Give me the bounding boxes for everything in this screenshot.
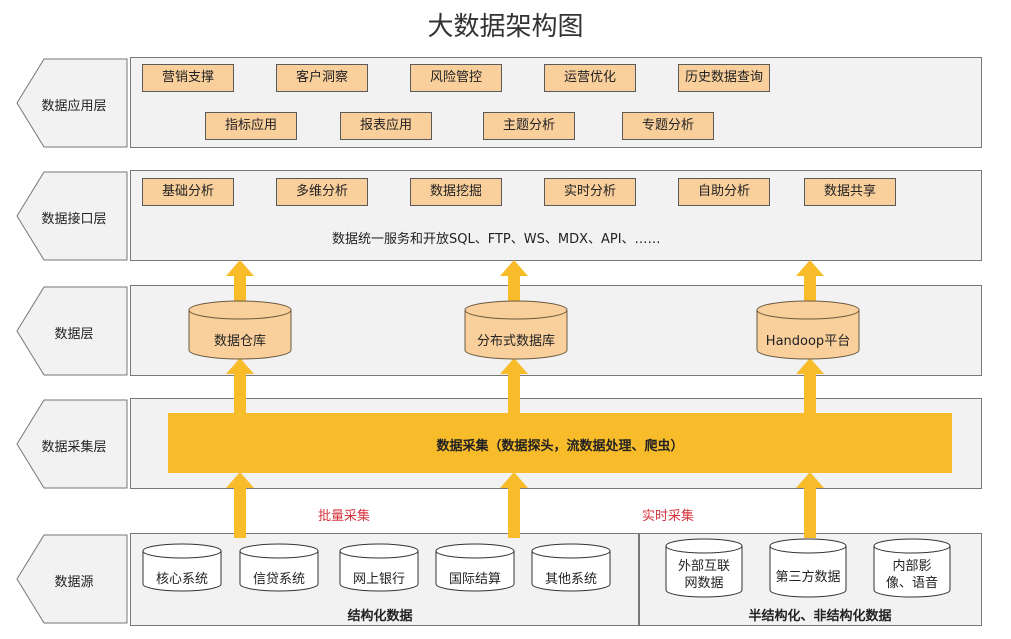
collect-band: 数据采集（数据探头，流数据处理、爬虫） — [168, 413, 952, 473]
layer-label-interface: 数据接口层 — [41, 212, 107, 227]
cylinder-distributed-db — [464, 300, 568, 360]
source-third-party: 第三方数据 — [775, 570, 841, 585]
app-item-customer-insight: 客户洞察 — [276, 64, 368, 92]
interface-item-basic: 基础分析 — [142, 178, 234, 206]
data-store-warehouse: 数据仓库 — [213, 334, 266, 349]
app-item-topic-analysis: 主题分析 — [483, 112, 575, 140]
arrow-up-icon — [226, 358, 254, 414]
cylinder-core-system — [142, 543, 222, 592]
interface-item-sharing: 数据共享 — [804, 178, 896, 206]
cylinder-credit-system — [239, 543, 319, 592]
source-credit-system: 信贷系统 — [252, 572, 305, 587]
cylinder-online-bank — [339, 543, 419, 592]
source-external-internet: 外部互联网数据 — [677, 559, 730, 591]
layer-label-data-shape — [16, 286, 128, 376]
layer-label-data: 数据层 — [54, 327, 94, 342]
source-intl-settlement: 国际结算 — [448, 572, 501, 587]
app-item-indicator: 指标应用 — [205, 112, 297, 140]
semi-structured-caption: 半结构化、非结构化数据 — [748, 609, 892, 624]
app-item-report: 报表应用 — [340, 112, 432, 140]
diagram-title: 大数据架构图 — [427, 12, 584, 42]
batch-collect-label: 批量采集 — [318, 509, 371, 524]
source-other-systems: 其他系统 — [544, 572, 597, 587]
app-item-risk-control: 风险管控 — [410, 64, 502, 92]
interface-item-realtime: 实时分析 — [544, 178, 636, 206]
interface-item-mining: 数据挖掘 — [410, 178, 502, 206]
arrow-up-icon — [500, 260, 528, 302]
layer-label-app-shape — [16, 58, 128, 148]
layer-label-collect-shape — [16, 399, 128, 489]
app-item-marketing: 营销支撑 — [142, 64, 234, 92]
cylinder-hadoop — [756, 300, 860, 360]
arrow-up-icon — [796, 472, 824, 538]
cylinder-third-party — [769, 538, 847, 598]
app-item-special-analysis: 专题分析 — [622, 112, 714, 140]
app-item-history-query: 历史数据查询 — [678, 64, 770, 92]
arrow-up-icon — [226, 260, 254, 302]
arrow-up-icon — [226, 472, 254, 538]
arrow-up-icon — [796, 358, 824, 414]
interface-item-selfservice: 自助分析 — [678, 178, 770, 206]
data-store-distributed-db: 分布式数据库 — [476, 334, 555, 349]
layer-label-source: 数据源 — [54, 575, 94, 590]
layer-label-source-shape — [16, 534, 128, 624]
collect-band-label: 数据采集（数据探头，流数据处理、爬虫） — [436, 439, 684, 454]
data-store-hadoop: Handoop平台 — [765, 334, 851, 349]
layer-label-collect: 数据采集层 — [41, 440, 107, 455]
interface-item-multidim: 多维分析 — [276, 178, 368, 206]
realtime-collect-label: 实时采集 — [642, 509, 695, 524]
arrow-up-icon — [796, 260, 824, 302]
cylinder-intl-settlement — [435, 543, 515, 592]
cylinder-internal-media — [873, 538, 951, 598]
app-item-operation: 运营优化 — [544, 64, 636, 92]
source-internal-media: 内部影像、语音 — [885, 559, 938, 591]
cylinder-external-internet — [665, 538, 743, 598]
arrow-up-icon — [500, 358, 528, 414]
arrow-up-icon — [500, 472, 528, 538]
interface-note: 数据统一服务和开放SQL、FTP、WS、MDX、API、…… — [332, 232, 661, 247]
structured-data-caption: 结构化数据 — [347, 609, 413, 624]
cylinder-other-systems — [531, 543, 611, 592]
cylinder-data-warehouse — [188, 300, 292, 360]
layer-label-app: 数据应用层 — [41, 99, 107, 114]
source-core-system: 核心系统 — [155, 572, 208, 587]
layer-label-interface-shape — [16, 171, 128, 261]
source-online-bank: 网上银行 — [352, 572, 405, 587]
